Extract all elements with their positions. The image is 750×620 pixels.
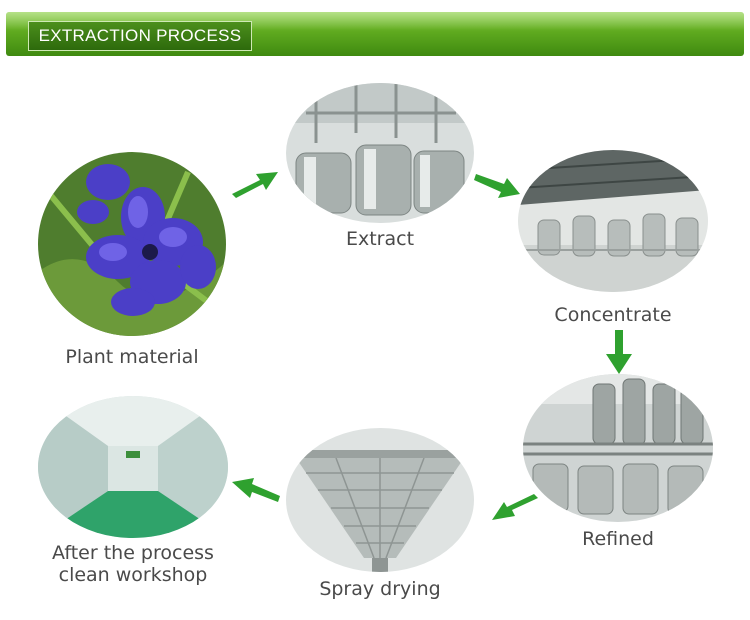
arrow-plant-to-extract-icon [232, 168, 282, 198]
caption-extract: Extract [345, 228, 415, 250]
photo-clean-workshop [38, 396, 228, 538]
arrow-refined-to-spray-icon [490, 494, 540, 524]
arrow-extract-to-concentrate-icon [474, 170, 524, 200]
photo-extract [286, 83, 474, 223]
arrow-spray-to-workshop-icon [230, 476, 280, 506]
caption-spray-drying: Spray drying [319, 578, 441, 600]
photo-plant-material [38, 152, 226, 336]
page-title: EXTRACTION PROCESS [28, 21, 252, 51]
caption-clean-workshop-text: After the process clean workshop [52, 542, 214, 586]
caption-plant-material: Plant material [65, 346, 199, 368]
caption-refined: Refined [582, 528, 654, 550]
arrow-concentrate-to-refined-icon [604, 330, 634, 376]
caption-concentrate: Concentrate [554, 304, 672, 326]
photo-spray-drying [286, 428, 474, 572]
caption-clean-workshop: After the process clean workshop [38, 542, 228, 586]
photo-refined [523, 374, 713, 522]
photo-concentrate [518, 150, 708, 292]
